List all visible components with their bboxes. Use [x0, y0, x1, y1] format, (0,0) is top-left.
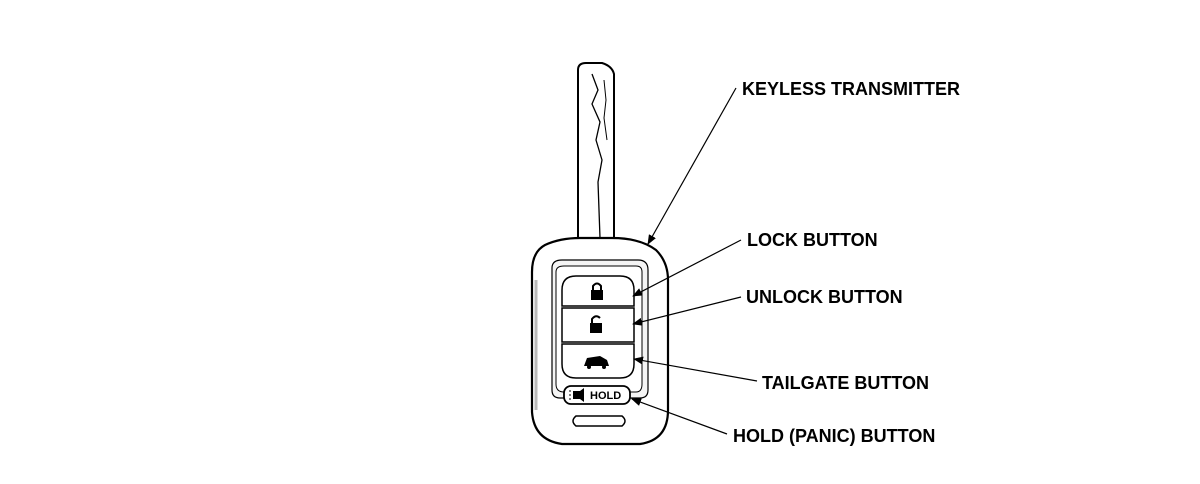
- unlock-button-shape: [561, 307, 635, 343]
- arrow-hold-button: [631, 398, 728, 435]
- label-hold-panic-button: HOLD (PANIC) BUTTON: [733, 426, 936, 446]
- padlock-open-icon: [590, 315, 602, 333]
- label-lock-button: LOCK BUTTON: [747, 230, 878, 250]
- arrow-tailgate-button: [633, 356, 758, 382]
- callout-arrows: [631, 87, 758, 435]
- arrow-keyless-transmitter: [647, 87, 737, 245]
- padlock-closed-icon: [591, 282, 603, 300]
- arrow-unlock-button: [632, 296, 742, 326]
- key-blade: [577, 62, 615, 239]
- hold-button-shape: HOLD: [563, 385, 631, 405]
- label-tailgate-button: TAILGATE BUTTON: [762, 373, 929, 393]
- arrow-lock-button: [632, 239, 742, 297]
- label-keyless-transmitter: KEYLESS TRANSMITTER: [742, 79, 961, 99]
- lock-button-shape: [561, 275, 635, 307]
- horn-icon: [569, 388, 584, 402]
- label-unlock-button: UNLOCK BUTTON: [746, 287, 903, 307]
- tailgate-button-shape: [561, 343, 635, 379]
- hold-button-text: HOLD: [590, 390, 621, 402]
- vehicle-tailgate-icon: [584, 356, 609, 369]
